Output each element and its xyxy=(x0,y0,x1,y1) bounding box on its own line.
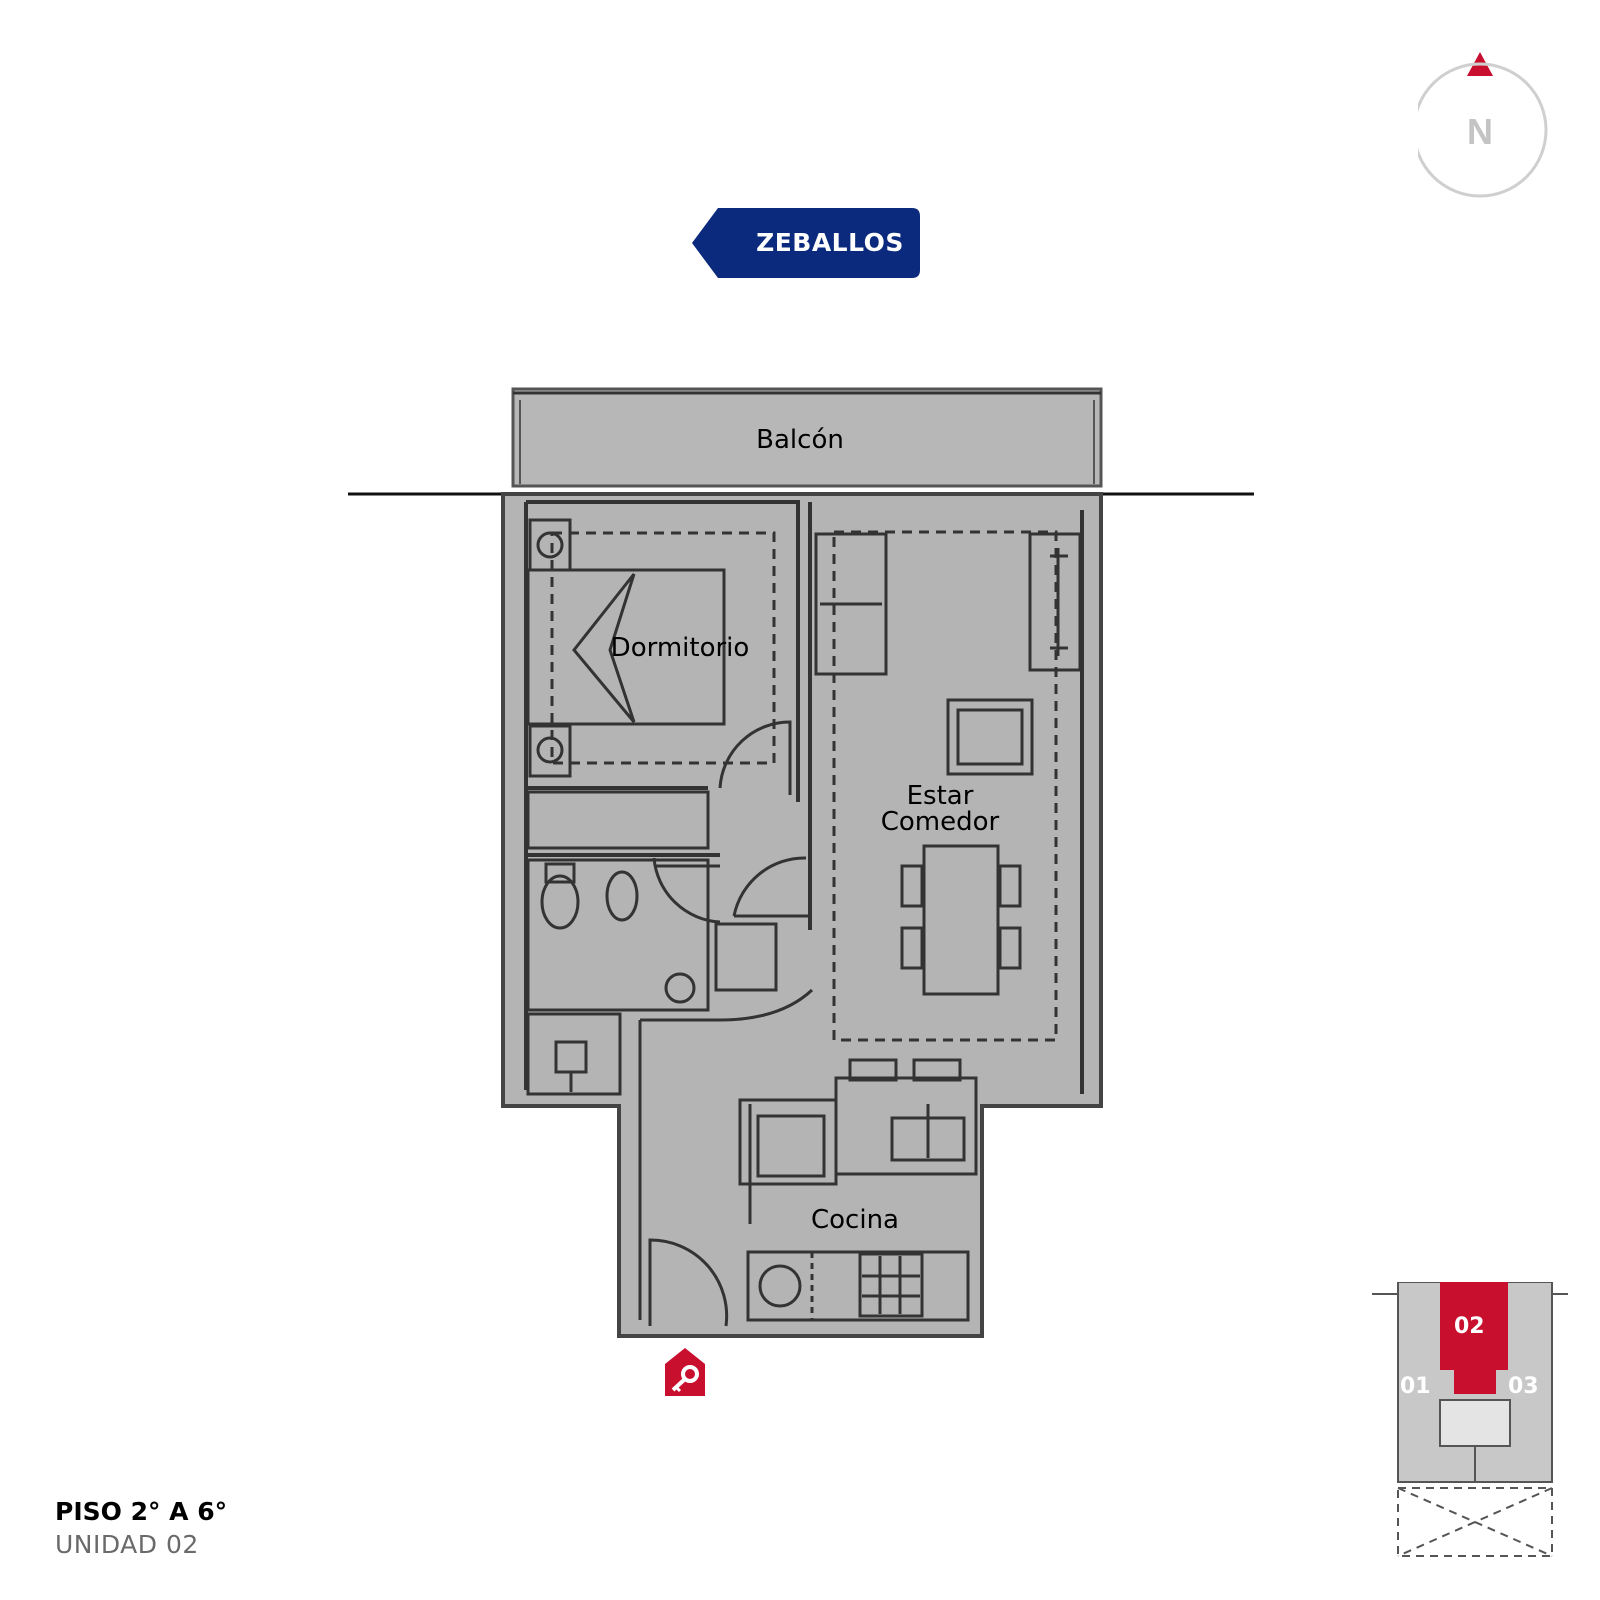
bedroom-door xyxy=(718,720,792,795)
kitchen-fixtures xyxy=(638,1020,978,1327)
room-label-living-1: Estar xyxy=(906,781,974,811)
north-arrow-icon: N xyxy=(1418,52,1548,198)
key-plan-unit-02 xyxy=(1440,1282,1508,1394)
street-name: ZEBALLOS xyxy=(756,228,904,257)
key-plan-label-03: 03 xyxy=(1508,1374,1539,1399)
bed xyxy=(526,518,726,778)
key-house-icon xyxy=(665,1348,705,1396)
street-tag xyxy=(692,208,920,278)
room-label-balcony: Balcón xyxy=(756,425,844,455)
bathroom xyxy=(526,857,721,1012)
compass-north-label: N xyxy=(1467,111,1493,152)
key-plan-label-02: 02 xyxy=(1454,1314,1485,1339)
closet xyxy=(526,790,710,850)
balcony-area xyxy=(511,387,1103,488)
room-label-living-2: Comedor xyxy=(880,807,1000,837)
bedroom-walls xyxy=(524,500,812,1090)
key-plan-label-01: 01 xyxy=(1400,1374,1431,1399)
hall-door xyxy=(640,856,814,1022)
room-label-bedroom: Dormitorio xyxy=(610,633,750,663)
living-rug xyxy=(832,530,1058,1042)
bedroom-rug xyxy=(550,531,776,765)
unit-label: UNIDAD 02 xyxy=(55,1530,199,1559)
floor-title: PISO 2° A 6° xyxy=(55,1497,228,1526)
key-plan xyxy=(1372,1282,1568,1557)
laundry xyxy=(526,1012,622,1096)
room-label-kitchen: Cocina xyxy=(811,1205,899,1235)
